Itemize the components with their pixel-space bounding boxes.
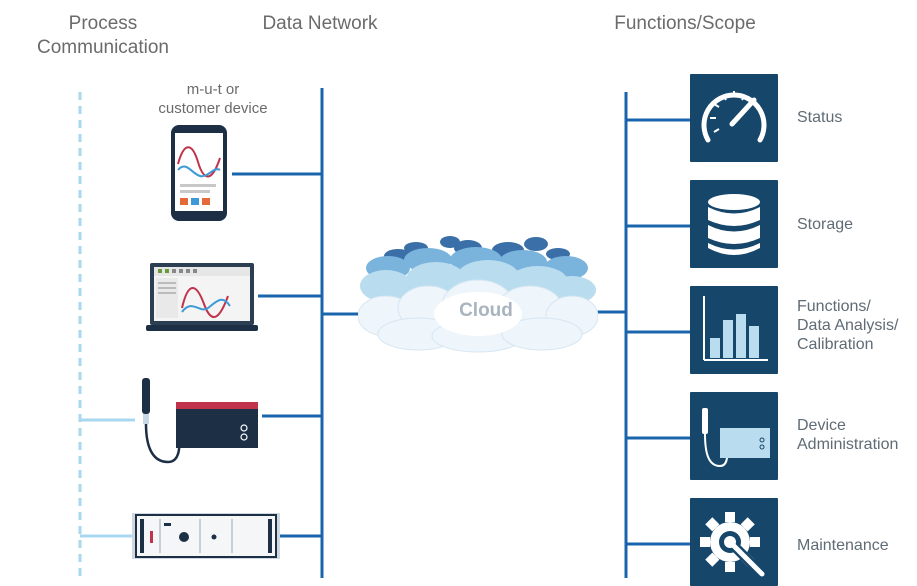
- function-label-analysis: Functions/ Data Analysis/ Calibration: [797, 297, 898, 354]
- function-label-line: Administration: [797, 436, 899, 453]
- function-label-line: Data Analysis/: [797, 317, 899, 334]
- database-icon: [708, 194, 760, 255]
- gear-wrench-icon: [700, 512, 767, 579]
- device-admin-icon: [702, 408, 770, 468]
- header-process-line1: Process: [68, 13, 138, 34]
- function-label-line: Storage: [797, 216, 854, 233]
- tile-storage: [690, 180, 778, 268]
- function-label-status: Status: [797, 108, 842, 127]
- header-data-network: Data Network: [262, 13, 378, 34]
- rack-unit-icon: [132, 513, 280, 559]
- function-label-line: Calibration: [797, 336, 874, 353]
- gauge-icon: [701, 91, 767, 143]
- device-caption-line1: m-u-t or: [186, 81, 240, 98]
- device-caption-line2: customer device: [158, 100, 268, 117]
- function-label-line: Maintenance: [797, 537, 889, 554]
- tile-status: [690, 74, 778, 162]
- header-process-line2: Communication: [37, 37, 169, 58]
- header-functions-scope: Functions/Scope: [614, 13, 756, 34]
- device-caption: m-u-t or customer device: [148, 80, 278, 118]
- laptop-icon: [146, 263, 258, 331]
- function-label-storage: Storage: [797, 215, 853, 234]
- header-process: Process Communication: [18, 12, 188, 60]
- tile-analysis: [690, 286, 778, 374]
- tile-device-admin: [690, 392, 778, 480]
- tile-maintenance: [690, 498, 778, 586]
- function-label-line: Status: [797, 109, 843, 126]
- function-label-line: Device: [797, 417, 846, 434]
- function-label-admin: Device Administration: [797, 416, 898, 454]
- function-label-line: Functions/: [797, 298, 871, 315]
- sensor-box-icon: [142, 378, 258, 464]
- cloud-icon: [358, 236, 598, 353]
- bar-chart-icon: [703, 296, 768, 361]
- cloud-label: Cloud: [459, 300, 513, 321]
- smartphone-icon: [171, 125, 227, 221]
- function-label-maintenance: Maintenance: [797, 536, 889, 555]
